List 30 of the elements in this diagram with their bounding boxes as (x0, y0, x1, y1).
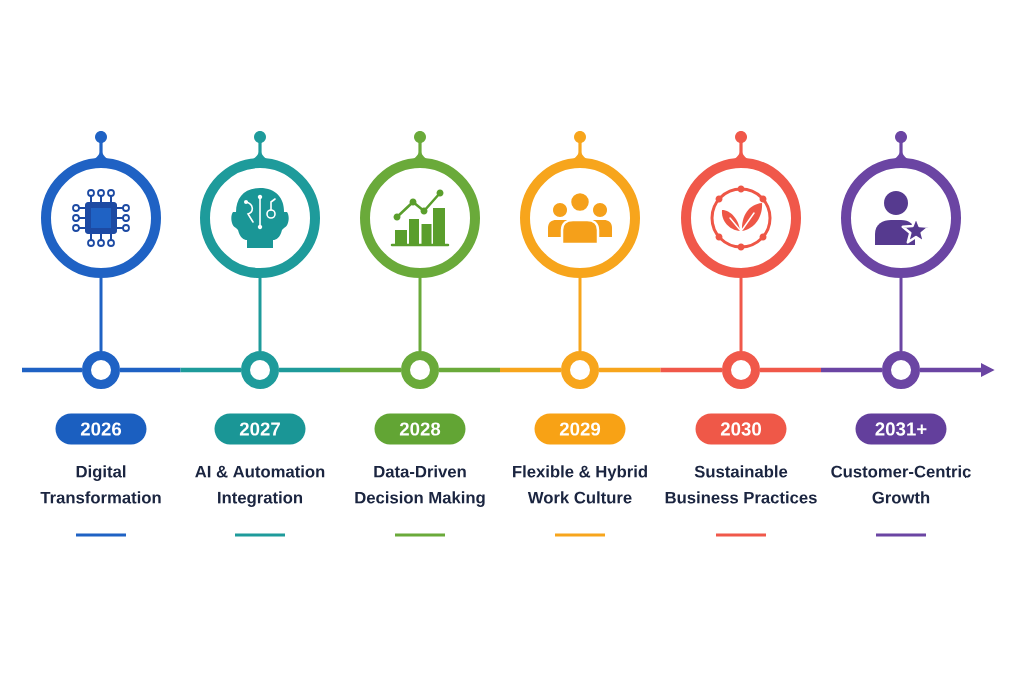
milestone-title: Data-Driven Decision Making (355, 465, 485, 507)
timeline-marker (401, 351, 439, 389)
milestone-title: Digital Transformation (40, 465, 161, 504)
connector-line (258, 278, 262, 351)
timeline-marker (561, 351, 599, 389)
year-pill: 2031+ (855, 413, 947, 445)
year-pill: 2027 (214, 413, 306, 445)
timeline-axis (279, 367, 401, 373)
timeline-marker (722, 351, 760, 389)
connector-line (578, 278, 582, 351)
milestone-title: AI & Automation Integration (195, 465, 325, 507)
year-pill: 2030 (695, 413, 787, 445)
timeline-axis (599, 367, 722, 373)
connector-line (99, 278, 103, 351)
timeline-marker (241, 351, 279, 389)
timeline-marker (882, 351, 920, 389)
connector-line (899, 278, 903, 351)
milestone-title: Sustainable Business Practices (665, 465, 817, 504)
timeline-marker (82, 351, 120, 389)
year-pill: 2028 (374, 413, 466, 445)
connector-line (418, 278, 422, 351)
timeline-axis (760, 367, 882, 373)
timeline-axis (22, 367, 82, 373)
milestone-title: Flexible & Hybrid Work Culture (513, 465, 647, 504)
connector-line (739, 278, 743, 351)
timeline-axis (439, 367, 561, 373)
year-pill: 2029 (534, 413, 626, 445)
milestone-title: Customer-Centric Growth (831, 465, 971, 504)
year-pill: 2026 (55, 413, 147, 445)
timeline-axis (120, 367, 241, 373)
